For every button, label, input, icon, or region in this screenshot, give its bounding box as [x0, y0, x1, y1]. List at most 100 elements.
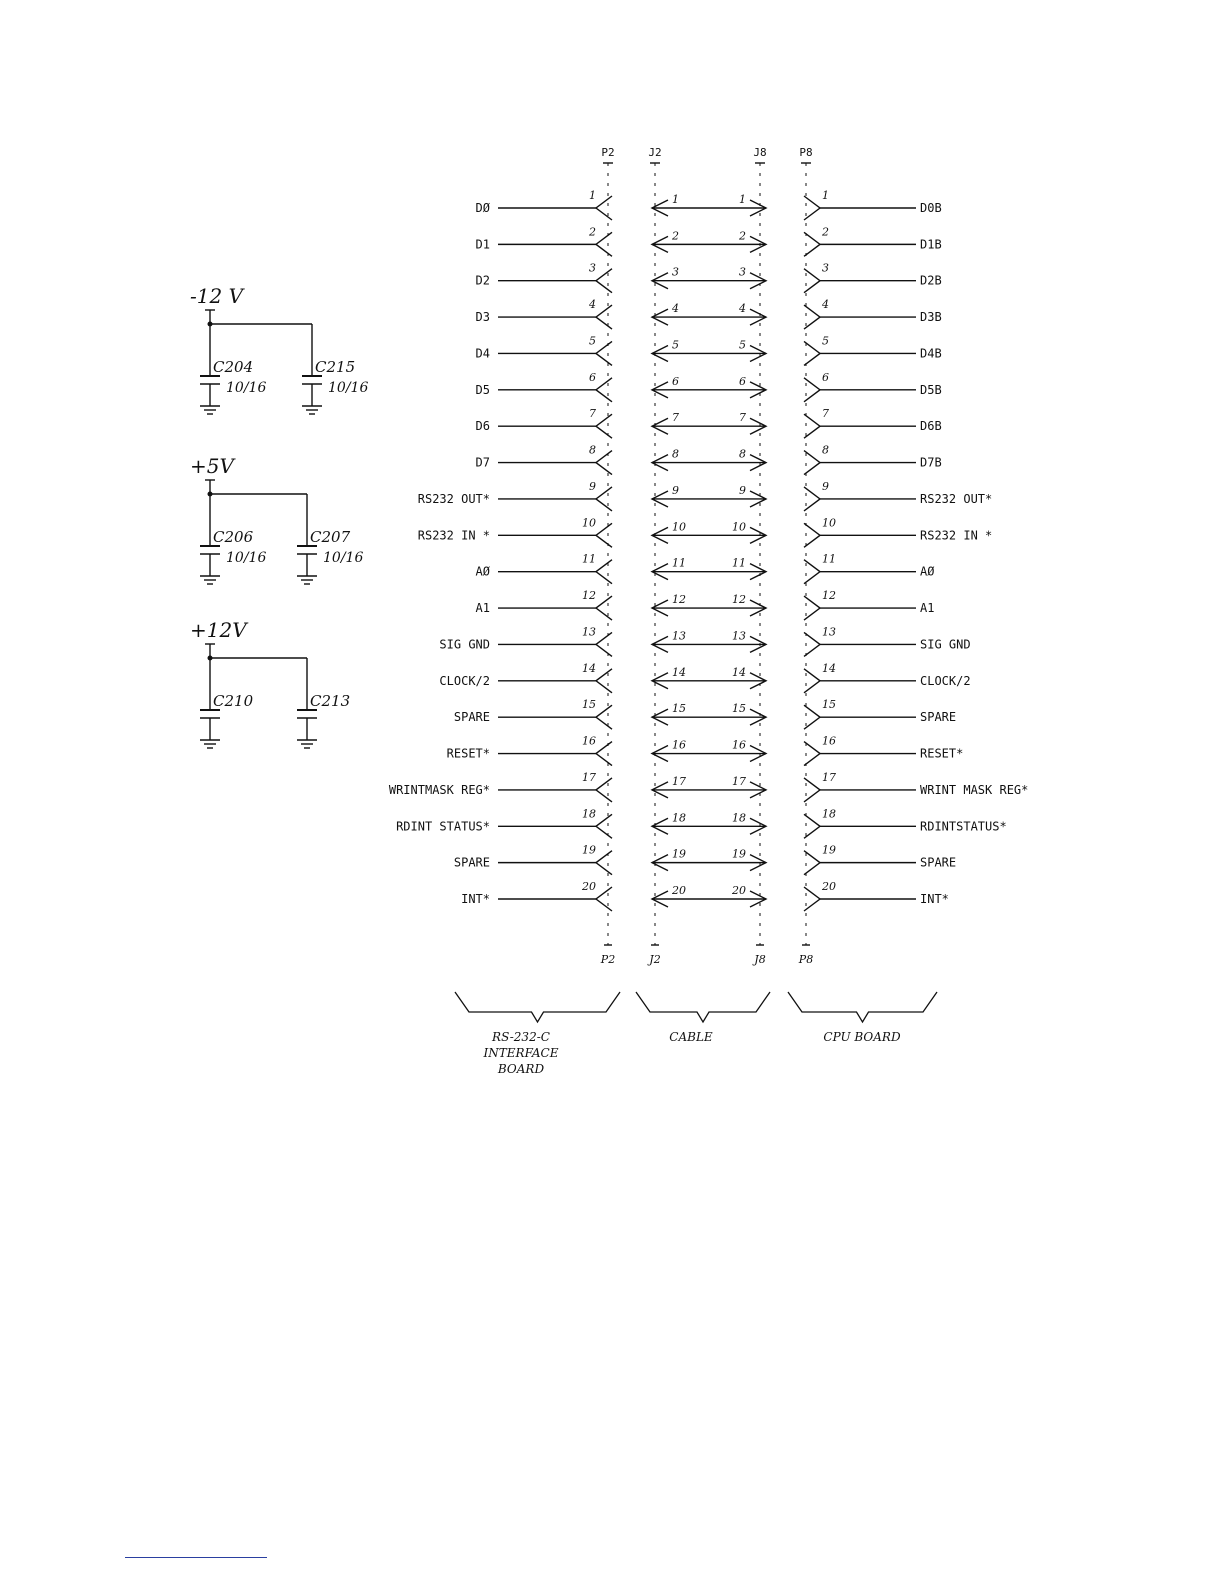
j8-pin-number: 17 [732, 775, 746, 788]
cable-arrow-left [650, 744, 669, 763]
capacitor-name: C206 [213, 528, 254, 546]
p2-socket [594, 450, 613, 476]
j2-pin-number: 4 [671, 302, 679, 315]
rail-voltage-label: +5V [190, 454, 236, 478]
cable-arrow-left [650, 453, 669, 472]
p2-socket [594, 522, 613, 548]
left-signal-label: CLOCK/2 [439, 674, 490, 688]
p2-pin-number: 15 [582, 698, 596, 711]
section-label-line: BOARD [497, 1062, 545, 1076]
left-signal-label: AØ [476, 565, 491, 579]
capacitor: C210 [200, 692, 254, 749]
j2-pin-number: 8 [672, 448, 679, 461]
left-signal-label: SIG GND [439, 637, 490, 651]
p8-pin-number: 9 [822, 480, 829, 493]
right-signal-label: A1 [920, 601, 934, 615]
left-signal-label: D2 [476, 274, 490, 288]
p2-socket [594, 195, 613, 221]
capacitor-name: C210 [213, 692, 254, 710]
connector-bottom-label: J2 [647, 953, 660, 966]
cable-arrow-right [749, 635, 768, 654]
j8-pin-number: 10 [732, 520, 746, 533]
right-signal-label: CLOCK/2 [920, 674, 971, 688]
p8-pin-number: 1 [822, 189, 829, 202]
p8-socket [803, 377, 822, 403]
j2-pin-number: 16 [672, 739, 686, 752]
j2-pin-number: 14 [672, 666, 686, 679]
section-label-line: CPU BOARD [823, 1030, 901, 1044]
j8-pin-number: 12 [732, 593, 746, 606]
p2-pin-number: 7 [589, 407, 596, 420]
cable-arrow-right [749, 453, 768, 472]
right-signal-label: SPARE [920, 856, 956, 870]
p2-pin-number: 11 [582, 553, 596, 566]
capacitor-value: 10/16 [226, 550, 266, 566]
p2-socket [594, 377, 613, 403]
left-signal-label: RS232 OUT* [418, 492, 490, 506]
p2-pin-number: 8 [589, 444, 596, 457]
p8-pin-number: 4 [821, 298, 829, 311]
j8-pin-number: 3 [739, 266, 746, 279]
section-brace: CPU BOARD [787, 991, 938, 1044]
right-signal-label: D7B [920, 456, 942, 470]
right-signal-label: D4B [920, 346, 942, 360]
p8-pin-number: 3 [822, 262, 829, 275]
p8-pin-number: 7 [822, 407, 829, 420]
brace-shape [787, 991, 938, 1024]
p2-socket [594, 631, 613, 657]
cable-arrow-left [650, 599, 669, 617]
p8-socket [803, 777, 822, 803]
right-signal-label: SIG GND [920, 637, 971, 651]
cable-arrow-right [749, 708, 768, 726]
p8-pin-number: 19 [822, 844, 836, 857]
j8-pin-number: 7 [739, 411, 746, 424]
j2-pin-number: 20 [671, 884, 686, 897]
cable-arrow-right [749, 235, 768, 253]
section-brace: CABLE [635, 991, 771, 1044]
p2-socket [594, 813, 613, 839]
j8-pin-number: 13 [732, 629, 746, 642]
p8-pin-number: 6 [822, 371, 829, 384]
left-signal-label: SPARE [454, 710, 490, 724]
p2-pin-number: 1 [589, 189, 596, 202]
j8-pin-number: 15 [732, 702, 746, 715]
p2-socket [594, 268, 613, 294]
p8-pin-number: 14 [822, 662, 836, 675]
right-signal-label: D1B [920, 237, 942, 251]
p8-pin-number: 12 [822, 589, 836, 602]
p2-pin-number: 3 [589, 262, 596, 275]
section-label-line: INTERFACE [483, 1046, 559, 1060]
cable-arrow-left [650, 854, 669, 872]
left-signal-label: INT* [461, 892, 490, 906]
left-signal-label: D3 [476, 310, 490, 324]
left-signal-label: RS232 IN * [418, 528, 490, 542]
cable-arrow-right [749, 854, 768, 872]
right-signal-label: D5B [920, 383, 942, 397]
footer-rule [125, 1557, 267, 1558]
j8-pin-number: 9 [739, 484, 746, 497]
right-signal-label: INT* [920, 892, 949, 906]
section-label-line: RS-232-C [491, 1030, 550, 1044]
j2-pin-number: 5 [672, 338, 679, 351]
p8-pin-number: 17 [822, 771, 836, 784]
cable-arrow-left [650, 563, 669, 581]
p8-pin-number: 11 [822, 553, 836, 566]
